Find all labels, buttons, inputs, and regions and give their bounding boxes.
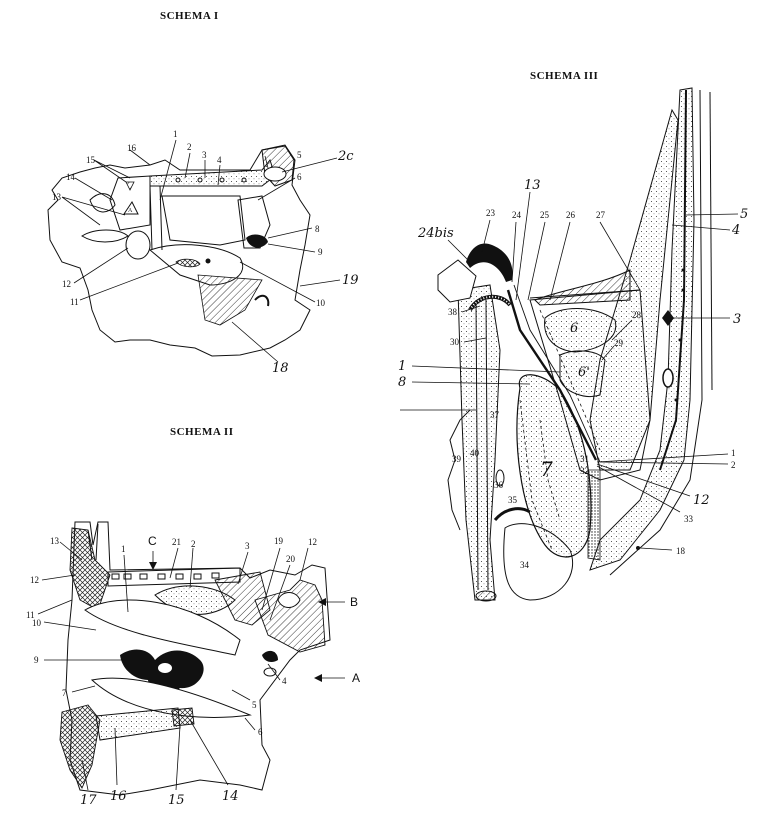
s1-label-18: 18 <box>272 361 289 376</box>
s1-label-8: 8 <box>315 224 320 234</box>
s1-label-11: 11 <box>70 297 79 307</box>
s2-label-16: 16 <box>110 789 127 804</box>
s2-label-17: 17 <box>80 793 97 808</box>
s1-label-14: 14 <box>66 172 76 182</box>
s3-label-35: 35 <box>508 495 518 505</box>
s2-label-b: B <box>350 595 358 609</box>
s3-label-34: 34 <box>520 560 530 570</box>
s2-label-12-left: 12 <box>30 575 39 585</box>
s3-label-2: 2 <box>731 460 736 470</box>
schema-1-diagram: A <box>47 129 359 376</box>
s2-label-19: 19 <box>274 536 284 546</box>
s3-label-36: 36 <box>494 480 504 490</box>
s2-label-9: 9 <box>34 655 39 665</box>
s3-label-24: 24 <box>512 210 522 220</box>
s3-label-8: 8 <box>398 375 406 390</box>
s3-label-33: 33 <box>684 514 694 524</box>
schema-2-title: SCHEMA II <box>170 426 234 438</box>
s3-label-30: 30 <box>450 337 460 347</box>
s3-label-23: 23 <box>486 208 496 218</box>
s3-label-37: 37 <box>490 410 500 420</box>
s2-label-20: 20 <box>286 554 296 564</box>
s2-label-21: 21 <box>172 537 181 547</box>
s3-label-6: 6 <box>570 321 578 336</box>
s1-label-19: 19 <box>342 273 359 288</box>
s1-label-5: 5 <box>297 150 302 160</box>
s2-label-5: 5 <box>252 700 257 710</box>
schema-2-diagram: C 21 2 3 19 20 12 B 1 13 12 11 10 9 7 4 … <box>26 521 360 808</box>
s3-label-1-left: 1 <box>398 359 406 374</box>
s2-label-2: 2 <box>191 539 196 549</box>
s3-label-24bis: 24bis <box>417 226 454 241</box>
s3-label-6prime: 6' <box>578 365 590 380</box>
s3-label-26: 26 <box>566 210 576 220</box>
s2-label-12-right: 12 <box>308 537 317 547</box>
s3-label-39: 39 <box>452 454 462 464</box>
s1-label-2: 2 <box>187 142 192 152</box>
s1-label-3: 3 <box>202 150 207 160</box>
s2-label-10: 10 <box>32 618 42 628</box>
s1-label-15: 15 <box>86 155 96 165</box>
s2-label-7: 7 <box>62 688 67 698</box>
s2-label-c: C <box>148 534 157 548</box>
s3-label-38: 38 <box>448 307 458 317</box>
s3-label-32: 32 <box>580 466 589 476</box>
s3-label-5: 5 <box>740 207 748 222</box>
s3-label-29: 29 <box>614 338 624 348</box>
s1-label-13: 13 <box>52 192 62 202</box>
s1-label-16: 16 <box>127 143 137 153</box>
s2-label-a: A <box>352 671 360 685</box>
s3-label-13: 13 <box>524 178 541 193</box>
s1-label-1: 1 <box>173 129 178 139</box>
s2-label-6: 6 <box>258 727 263 737</box>
s2-label-11: 11 <box>26 610 35 620</box>
svg-text:A: A <box>128 208 133 214</box>
schema-3-title: SCHEMA III <box>530 70 599 82</box>
s1-label-2c: 2c <box>337 149 354 164</box>
s3-label-27: 27 <box>596 210 606 220</box>
s2-label-15: 15 <box>168 793 185 808</box>
s3-label-3: 3 <box>733 312 741 327</box>
s3-label-25: 25 <box>540 210 550 220</box>
s1-label-12: 12 <box>62 279 71 289</box>
s1-label-4: 4 <box>217 155 222 165</box>
s1-label-6: 6 <box>297 172 302 182</box>
schema-3-diagram: 13 24bis 23 24 25 26 27 5 4 38 30 1 8 37… <box>398 87 748 602</box>
s3-label-31: 31 <box>580 454 589 464</box>
s2-label-1: 1 <box>121 544 126 554</box>
s1-label-9: 9 <box>318 247 323 257</box>
s3-label-4: 4 <box>731 223 740 238</box>
s3-label-28: 28 <box>632 310 642 320</box>
schema-1-title: SCHEMA I <box>160 10 219 22</box>
s1-label-10: 10 <box>316 298 326 308</box>
s3-label-40: 40 <box>470 448 480 458</box>
s3-label-7: 7 <box>540 457 553 481</box>
s3-label-18: 18 <box>676 546 686 556</box>
s2-label-14: 14 <box>222 789 239 804</box>
s2-label-4: 4 <box>282 676 287 686</box>
s3-label-1-right: 1 <box>731 448 736 458</box>
s2-label-3: 3 <box>245 541 250 551</box>
s2-label-13: 13 <box>50 536 60 546</box>
s3-label-12: 12 <box>693 493 710 508</box>
